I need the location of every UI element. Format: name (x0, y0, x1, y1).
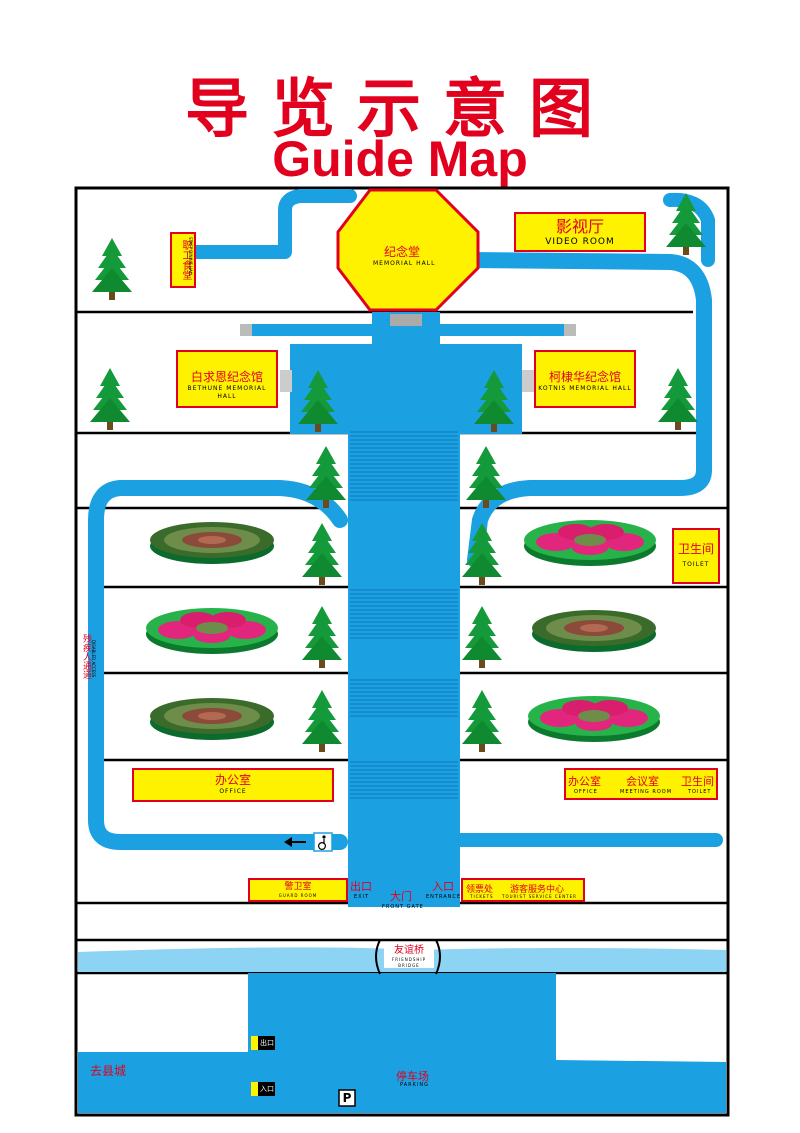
title-chinese: 导览示意图 (185, 73, 615, 147)
kotnis-hall-cn: 柯棣华纪念馆 (548, 370, 621, 384)
toilet-bottom-en: TOILET (688, 789, 712, 795)
bethune-hall-cn: 白求恩纪念馆 (190, 370, 263, 384)
office-left-en: OFFICE (219, 788, 247, 795)
pine-tree-icon (92, 238, 132, 300)
office-meeting-toilet-label (564, 768, 718, 800)
pine-tree-icon (462, 690, 502, 752)
entrance-cn: 入口 (432, 880, 454, 893)
friendship-bridge-label: 友谊桥 FRIENDSHIP BRIDGE (384, 944, 434, 968)
friendship-bridge-cn: 友谊桥 (394, 945, 424, 956)
tickets-cn: 领票处 (466, 885, 494, 895)
disabled-path-en: DISABLED ACCESS (91, 640, 96, 678)
flower-bed-icon (146, 608, 278, 654)
tickets-tourist-label (461, 878, 585, 902)
bethune-hall-en: BETHUNE MEMORIAL HALL (187, 385, 267, 400)
office-left-label: 办公室 OFFICE (132, 768, 334, 802)
meeting-room-en: MEETING ROOM (620, 789, 673, 795)
pine-tree-icon (658, 368, 698, 430)
exit-cn: 出口 (350, 880, 372, 893)
parking-cn: 停车场 (396, 1070, 429, 1083)
memorial-hall-cn: 纪念堂 (384, 245, 421, 259)
flower-bed-icon (532, 610, 656, 652)
parking-entrance-label: 入口 (260, 1085, 274, 1093)
video-room-en: VIDEO ROOM (545, 237, 615, 247)
disabled-path-label: 残疾人通道 (80, 634, 93, 679)
guard-room-en: GUARD ROOM (278, 893, 318, 898)
video-room-cn: 影视厅 (555, 217, 604, 236)
toilet-right-cn: 卫生间 (677, 542, 714, 556)
office-right-en: OFFICE (574, 789, 598, 795)
flower-bed-icon (150, 698, 274, 740)
pine-tree-icon (302, 690, 342, 752)
tickets-en: TICKETS (470, 894, 494, 899)
video-room-label: 影视厅 VIDEO ROOM (514, 212, 646, 252)
parking-en: PARKING (400, 1082, 429, 1088)
wheelchair-icon (313, 832, 333, 852)
toilet-bottom-cn: 卫生间 (681, 775, 714, 788)
kotnis-hall-label: 柯棣华纪念馆 KOTNIS MEMORIAL HALL (534, 350, 636, 408)
disabled-path-cn: 残疾人通道 (81, 634, 91, 679)
flower-bed-icon (150, 522, 274, 564)
exit-en: EXIT (354, 894, 370, 900)
pine-tree-icon (90, 368, 130, 430)
title-english: Guide Map (272, 131, 528, 187)
office-left-cn: 办公室 (214, 773, 251, 787)
to-county-label: 去县城 (90, 1064, 127, 1078)
toilet-right-en: TOILET (682, 561, 710, 568)
pine-tree-icon (302, 523, 342, 585)
staff-dining-label: 职工食堂 STAFF DINING HALL (170, 232, 196, 288)
tourist-center-cn: 游客服务中心 (510, 885, 565, 895)
toilet-right-label: 卫生间 TOILET (672, 528, 720, 584)
parking-sign-icon: P (342, 1091, 352, 1105)
pine-tree-icon (462, 606, 502, 668)
kotnis-hall-en: KOTNIS MEMORIAL HALL (538, 385, 632, 392)
guard-room-cn: 警卫室 (284, 882, 312, 892)
pine-tree-icon (306, 446, 346, 508)
entrance-en: ENTRANCE (426, 894, 462, 900)
meeting-room-cn: 会议室 (626, 775, 659, 788)
staff-dining-cn: 职工食堂 (180, 240, 191, 280)
staff-dining-en: STAFF DINING HALL (188, 237, 193, 277)
guard-room-label: 警卫室 GUARD ROOM (248, 878, 348, 902)
memorial-hall-en: MEMORIAL HALL (373, 260, 436, 267)
pine-tree-icon (466, 446, 506, 508)
pine-tree-icon (302, 606, 342, 668)
arrow-left-icon (284, 837, 306, 847)
parking-exit-label: 出口 (260, 1039, 274, 1047)
office-right-cn: 办公室 (568, 775, 601, 788)
front-gate-en: FRONT GATE (382, 904, 424, 910)
bethune-hall-label: 白求恩纪念馆 BETHUNE MEMORIAL HALL (176, 350, 278, 408)
friendship-bridge-en: FRIENDSHIP BRIDGE (392, 957, 426, 968)
tourist-center-en: TOURIST SERVICE CENTER (502, 894, 577, 899)
flower-bed-icon (524, 520, 656, 566)
flower-bed-icon (528, 696, 660, 742)
front-gate-cn: 大门 (390, 890, 412, 903)
